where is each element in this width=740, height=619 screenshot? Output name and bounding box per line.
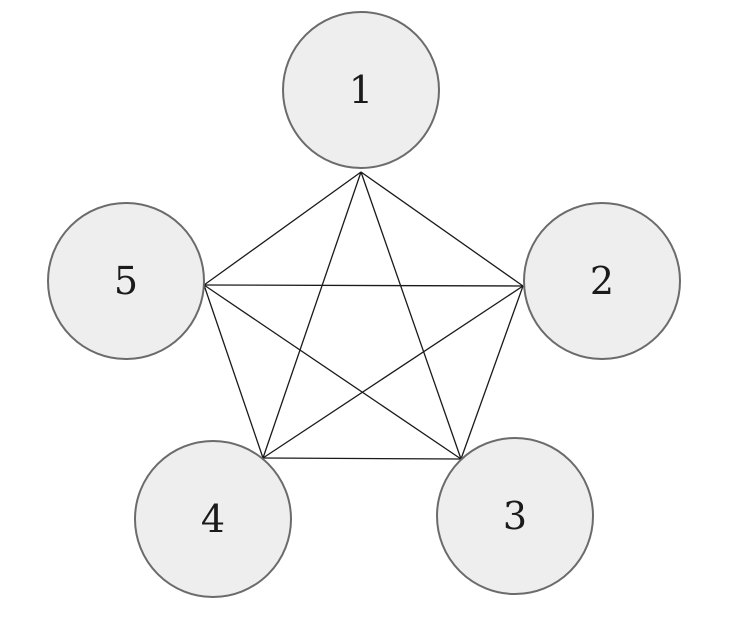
node-3: 3 [436,437,594,595]
node-5-circle [47,202,205,360]
edge-1-5 [203,171,362,286]
node-4: 4 [134,440,292,598]
node-1-circle [282,11,440,169]
edge-2-3 [460,285,524,460]
node-4-circle [134,440,292,598]
edge-2-4 [262,285,524,459]
node-3-label: 3 [503,494,527,538]
node-1: 1 [282,11,440,169]
node-5-label: 5 [114,259,138,303]
node-2-circle [523,202,681,360]
edge-1-4 [262,171,362,459]
node-2: 2 [523,202,681,360]
edge-2-5 [203,284,524,287]
node-5: 5 [47,202,205,360]
node-2-label: 2 [590,259,614,303]
node-1-label: 1 [349,68,373,112]
node-3-circle [436,437,594,595]
edge-3-5 [203,284,462,460]
edges-group [203,171,524,460]
edge-4-5 [203,284,264,459]
edge-1-2 [360,171,524,287]
node-4-label: 4 [201,497,225,541]
edge-3-4 [262,457,462,460]
edge-1-3 [360,171,462,460]
